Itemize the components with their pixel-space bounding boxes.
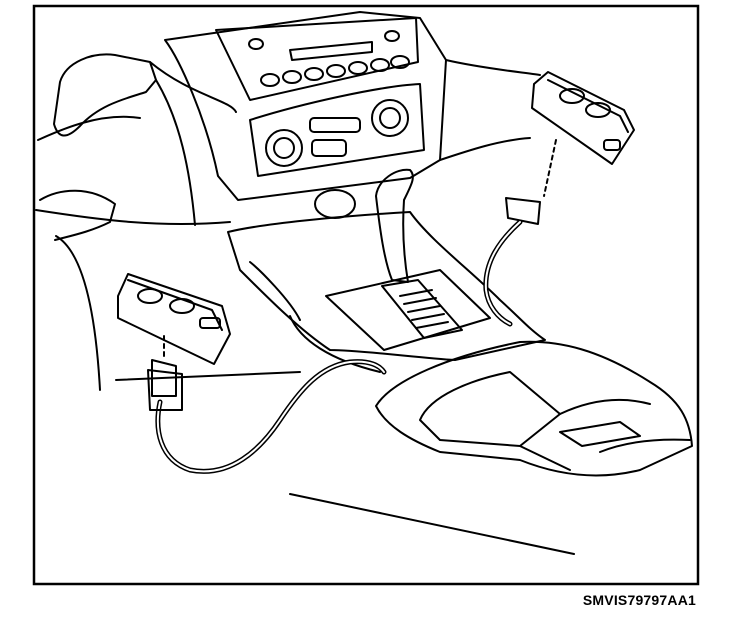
left-switch-button-2: [169, 298, 195, 314]
left-switch-button-3: [199, 317, 221, 329]
floor-line-bottom: [289, 493, 575, 555]
right-harness: [483, 219, 523, 327]
right-window-switch: [531, 71, 635, 165]
shift-lever: [375, 168, 414, 283]
left-switch-connector: [151, 359, 177, 397]
right-switch-pin: [543, 139, 557, 197]
figure-caption: SMVIS79797AA1: [582, 592, 696, 608]
right-switch-top: [547, 79, 629, 133]
dash-left-sweep: [35, 209, 231, 226]
left-panel-edge: [55, 235, 101, 391]
left-climate-knob-inner: [273, 137, 295, 159]
fan-control: [309, 117, 361, 133]
right-climate-knob: [371, 99, 409, 137]
left-switch-top: [127, 279, 223, 331]
right-connector: [505, 197, 541, 225]
left-harness: [155, 359, 387, 474]
defrost-button: [311, 139, 347, 157]
left-trim-curve: [149, 61, 237, 226]
left-window-switch: [117, 273, 231, 365]
gear-marks: [399, 289, 449, 329]
diagram-border: [32, 4, 700, 586]
right-climate-knob-inner: [379, 107, 401, 129]
radio-bezel: [215, 17, 419, 101]
right-switch-button-2: [585, 102, 611, 118]
center-stack: [164, 11, 447, 201]
console-armrest: [519, 398, 691, 471]
console-bin: [375, 340, 693, 477]
left-trim-lower: [37, 115, 141, 241]
right-switch-button-3: [603, 139, 621, 151]
floor-line-left: [115, 371, 301, 381]
left-switch-button-1: [137, 288, 163, 304]
right-switch-button-1: [559, 88, 585, 104]
left-door-trim: [53, 53, 157, 137]
left-connector-plug: [147, 369, 183, 411]
console-cupholder: [559, 421, 641, 447]
dash-right-edge: [439, 59, 541, 161]
climate-panel: [249, 83, 425, 177]
radio-buttons: [248, 30, 410, 87]
gear-slots: [381, 279, 463, 339]
left-harness-core: [156, 360, 385, 473]
console-surround: [227, 211, 546, 361]
shift-knob-base: [314, 189, 356, 219]
left-climate-knob: [265, 129, 303, 167]
console-lip: [249, 261, 381, 373]
right-harness-core: [484, 221, 521, 325]
gear-indicator: [325, 269, 491, 351]
radio-slot: [289, 41, 373, 61]
console-bin-inner: [419, 371, 561, 447]
